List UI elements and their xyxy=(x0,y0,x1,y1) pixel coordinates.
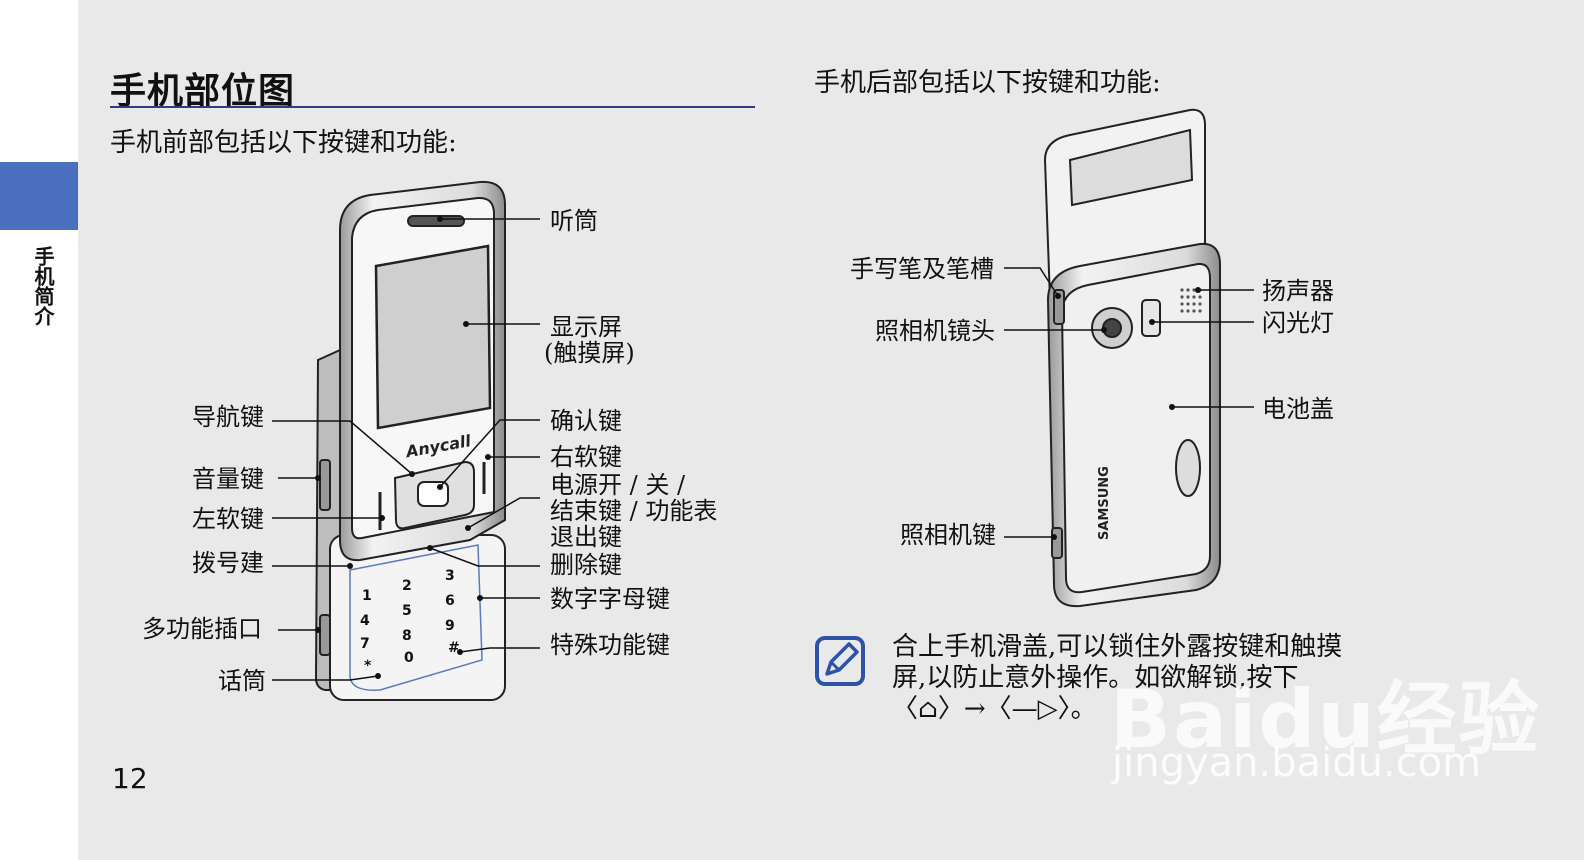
svg-text:8: 8 xyxy=(402,628,412,644)
label-volume: 音量键 xyxy=(192,465,264,493)
label-speaker: 扬声器 xyxy=(1262,277,1334,305)
label-power-2: 结束键 / 功能表 xyxy=(550,497,718,525)
svg-text:0: 0 xyxy=(404,650,414,666)
label-earpiece: 听筒 xyxy=(550,207,598,235)
watermark-sub: jingyan.baidu.com xyxy=(1112,740,1482,786)
svg-text:7: 7 xyxy=(360,636,370,652)
label-navigation: 导航键 xyxy=(192,403,264,431)
label-power-3: 退出键 xyxy=(550,523,622,551)
label-dial: 拨号建 xyxy=(192,549,264,577)
confirm-key xyxy=(417,481,449,507)
label-battery-cover: 电池盖 xyxy=(1262,395,1334,423)
svg-text:6: 6 xyxy=(445,593,455,609)
label-delete: 删除键 xyxy=(550,551,622,579)
earpiece-grille xyxy=(407,215,465,227)
back-intro: 手机后部包括以下按键和功能: xyxy=(814,68,1161,98)
samsung-oval-logo xyxy=(1175,439,1201,497)
label-display-sub: (触摸屏) xyxy=(544,339,635,367)
flash xyxy=(1141,299,1161,337)
label-alnum: 数字字母键 xyxy=(550,585,670,613)
label-right-soft: 右软键 xyxy=(550,443,622,471)
svg-text:9: 9 xyxy=(445,618,455,634)
label-flash: 闪光灯 xyxy=(1262,309,1334,337)
note-icon xyxy=(815,636,865,686)
svg-text:2: 2 xyxy=(402,578,412,594)
note-line-1: 合上手机滑盖,可以锁住外露按键和触摸 xyxy=(892,632,1343,662)
note-line-3: 〈⌂〉→〈—▷〉。 xyxy=(892,694,1097,724)
label-display: 显示屏 xyxy=(550,313,622,341)
side-strip xyxy=(0,0,78,860)
note-text: 合上手机滑盖,可以锁住外露按键和触摸 屏,以防止意外操作。如欲解锁,按下 〈⌂〉… xyxy=(892,632,1452,725)
display-screen xyxy=(374,244,492,430)
front-leader-dots xyxy=(315,216,491,679)
label-stylus: 手写笔及笔槽 xyxy=(850,255,994,283)
svg-text:5: 5 xyxy=(402,603,412,619)
page-title: 手机部位图 xyxy=(110,71,296,112)
label-camera-lens: 照相机镜头 xyxy=(875,317,995,345)
volume-key xyxy=(319,459,331,511)
back-brand: SAMSUNG xyxy=(1097,466,1112,540)
label-special: 特殊功能键 xyxy=(550,631,670,659)
note-line-2: 屏,以防止意外操作。如欲解锁,按下 xyxy=(892,663,1299,693)
label-confirm: 确认键 xyxy=(550,407,622,435)
title-rule xyxy=(110,106,755,108)
label-multi-jack: 多功能插口 xyxy=(142,615,262,643)
svg-text:3: 3 xyxy=(445,568,455,584)
watermark-main: Baidu经验 xyxy=(1110,673,1541,766)
camera-key xyxy=(1051,527,1063,559)
label-mic: 话筒 xyxy=(218,667,266,695)
label-camera-key: 照相机键 xyxy=(900,521,996,549)
label-power-1: 电源开 / 关 / xyxy=(550,471,686,499)
front-intro: 手机前部包括以下按键和功能: xyxy=(110,128,457,158)
back-phone: SAMSUNG xyxy=(1043,108,1221,608)
page-number: 12 xyxy=(112,762,148,795)
svg-text:#: # xyxy=(448,640,460,656)
svg-text:1: 1 xyxy=(362,588,372,604)
chapter-tab xyxy=(0,162,78,230)
label-left-soft: 左软键 xyxy=(192,505,264,533)
chapter-label: 手机简介 xyxy=(31,246,55,326)
front-leader-lines xyxy=(272,218,540,681)
svg-text:4: 4 xyxy=(360,613,370,629)
back-leader-dots xyxy=(1051,287,1201,540)
multi-jack xyxy=(319,614,331,656)
svg-text:*: * xyxy=(364,658,372,674)
back-leader-lines xyxy=(1004,267,1254,538)
